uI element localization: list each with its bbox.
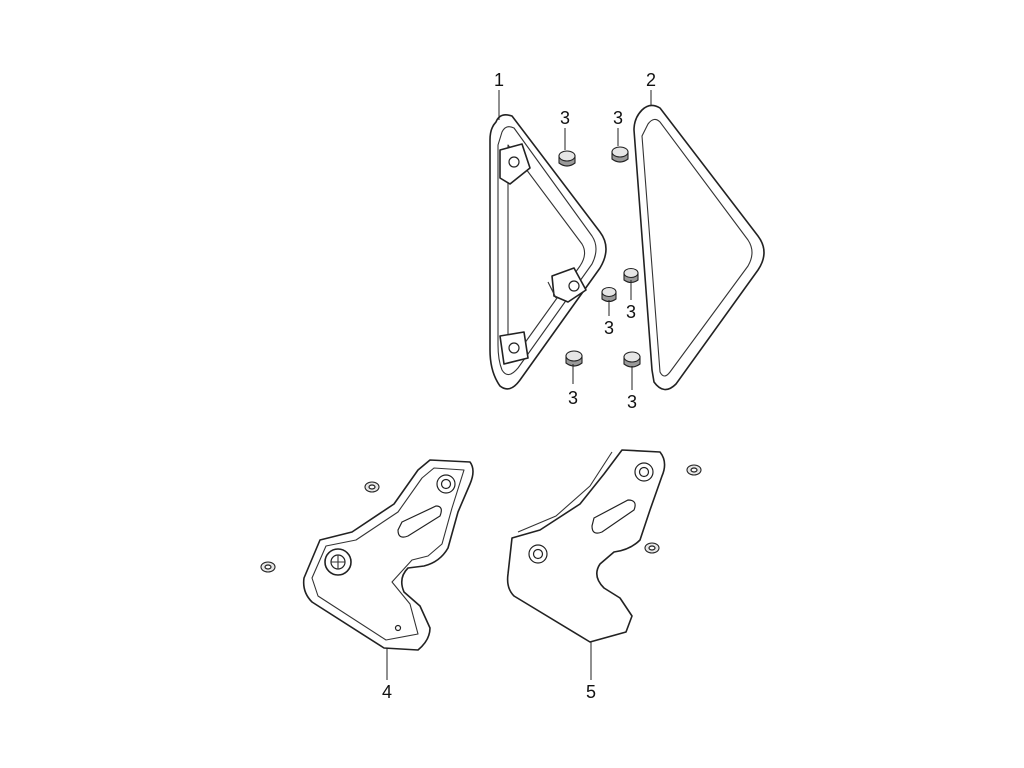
callout-3e: 3	[568, 388, 578, 408]
callout-4: 4	[382, 682, 392, 702]
lower-bracket	[499, 331, 529, 365]
part-4-cover-left	[302, 459, 474, 651]
part-2-frame-trim	[633, 104, 765, 391]
grommet-4	[601, 286, 617, 303]
middle-bracket	[547, 267, 587, 303]
part-5-cover-right	[506, 449, 666, 643]
fastener-right-mid	[644, 542, 660, 554]
fastener-left-top	[364, 481, 380, 493]
grommet-6	[623, 351, 641, 368]
callout-3a: 3	[560, 108, 570, 128]
upper-bracket	[499, 143, 531, 185]
callout-1: 1	[494, 70, 504, 90]
fastener-right-top	[686, 464, 702, 476]
grommet-3	[623, 267, 639, 284]
callout-3b: 3	[613, 108, 623, 128]
callout-2: 2	[646, 70, 656, 90]
left-cover-bolt	[324, 548, 352, 576]
callout-3d: 3	[604, 318, 614, 338]
callout-5: 5	[586, 682, 596, 702]
grommet-5	[565, 350, 583, 367]
callout-3c: 3	[626, 302, 636, 322]
grommet-1	[558, 150, 576, 167]
leader-lines	[386, 90, 652, 680]
callout-3f: 3	[627, 392, 637, 412]
part-1-frame-guard	[489, 114, 607, 390]
grommet-2	[611, 146, 629, 163]
fastener-left-side	[260, 561, 276, 573]
